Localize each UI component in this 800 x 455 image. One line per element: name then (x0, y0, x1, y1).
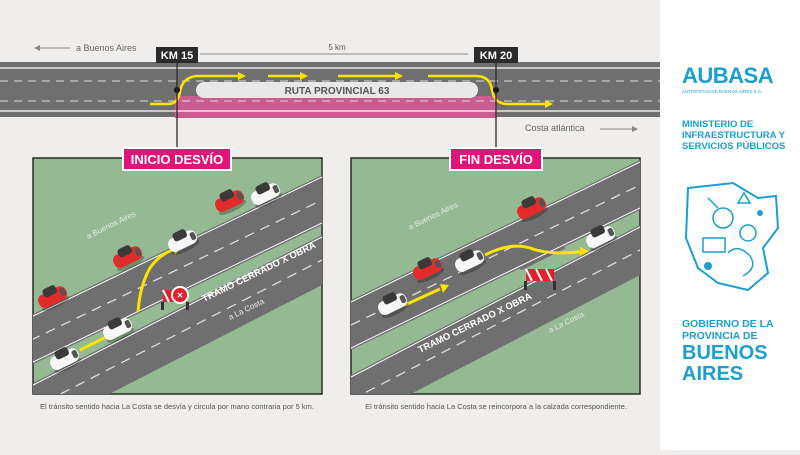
ministry-line-3: SERVICIOS PÚBLICOS (682, 141, 786, 152)
government-line-1: GOBIERNO DE LA (682, 318, 774, 330)
ministry-line-1: MINISTERIO DE (682, 119, 754, 130)
median-island (196, 82, 478, 98)
highway-overview: RUTA PROVINCIAL 63 a Buenos Aires 5 km K… (0, 43, 660, 157)
government-name: GOBIERNO DE LA PROVINCIA DE (682, 318, 774, 342)
panel-fin-desvio: a Buenos Aires a La Costa TRAMO CERRADO … (350, 147, 641, 411)
infographic-area: RUTA PROVINCIAL 63 a Buenos Aires 5 km K… (0, 43, 660, 411)
caption-fin: El tránsito sentido hacia La Costa se re… (365, 402, 627, 411)
km-start-sign (156, 47, 198, 63)
province-line-2: AIRES (682, 363, 744, 385)
aubasa-subtitle: AUTOPISTAS DE BUENOS AIRES S.A. (682, 89, 763, 94)
province-map-icon (684, 181, 780, 292)
panel-inicio-desvio: ✕ a Buenos Aires a La Costa TRAMO CERRAD… (32, 147, 323, 411)
direction-buenos-aires: a Buenos Aires (76, 43, 137, 53)
badge-inicio-label: INICIO DESVÍO (131, 152, 223, 167)
ministry-line-2: INFRAESTRUCTURA Y (682, 130, 785, 141)
caption-inicio: El tránsito sentido hacia La Costa se de… (40, 402, 314, 411)
svg-text:✕: ✕ (177, 291, 184, 300)
detour-zone-highlight (175, 96, 497, 118)
yellow-path-top (150, 74, 238, 106)
road-name: RUTA PROVINCIAL 63 (285, 86, 390, 97)
badge-fin-label: FIN DESVÍO (459, 152, 533, 167)
direction-costa: Costa atlántica (525, 123, 585, 133)
province-line-1: BUENOS (682, 342, 768, 364)
distance-label: 5 km (328, 43, 346, 52)
badge-inicio-desvio (122, 147, 232, 171)
detour-diagram: RUTA PROVINCIAL 63 a Buenos Aires 5 km K… (0, 43, 660, 411)
province-name: BUENOS AIRES (682, 343, 768, 385)
aubasa-logo: AUBASA (682, 63, 774, 88)
government-line-2: PROVINCIA DE (682, 330, 758, 342)
badge-fin-desvio (449, 147, 543, 171)
km-end-label: KM 20 (480, 50, 512, 62)
km-end-sign (474, 47, 518, 63)
km-start-label: KM 15 (161, 50, 193, 62)
ministry-name: MINISTERIO DE INFRAESTRUCTURA Y SERVICIO… (682, 119, 785, 152)
brand-column: AUBASA AUTOPISTAS DE BUENOS AIRES S.A. M… (660, 0, 800, 450)
